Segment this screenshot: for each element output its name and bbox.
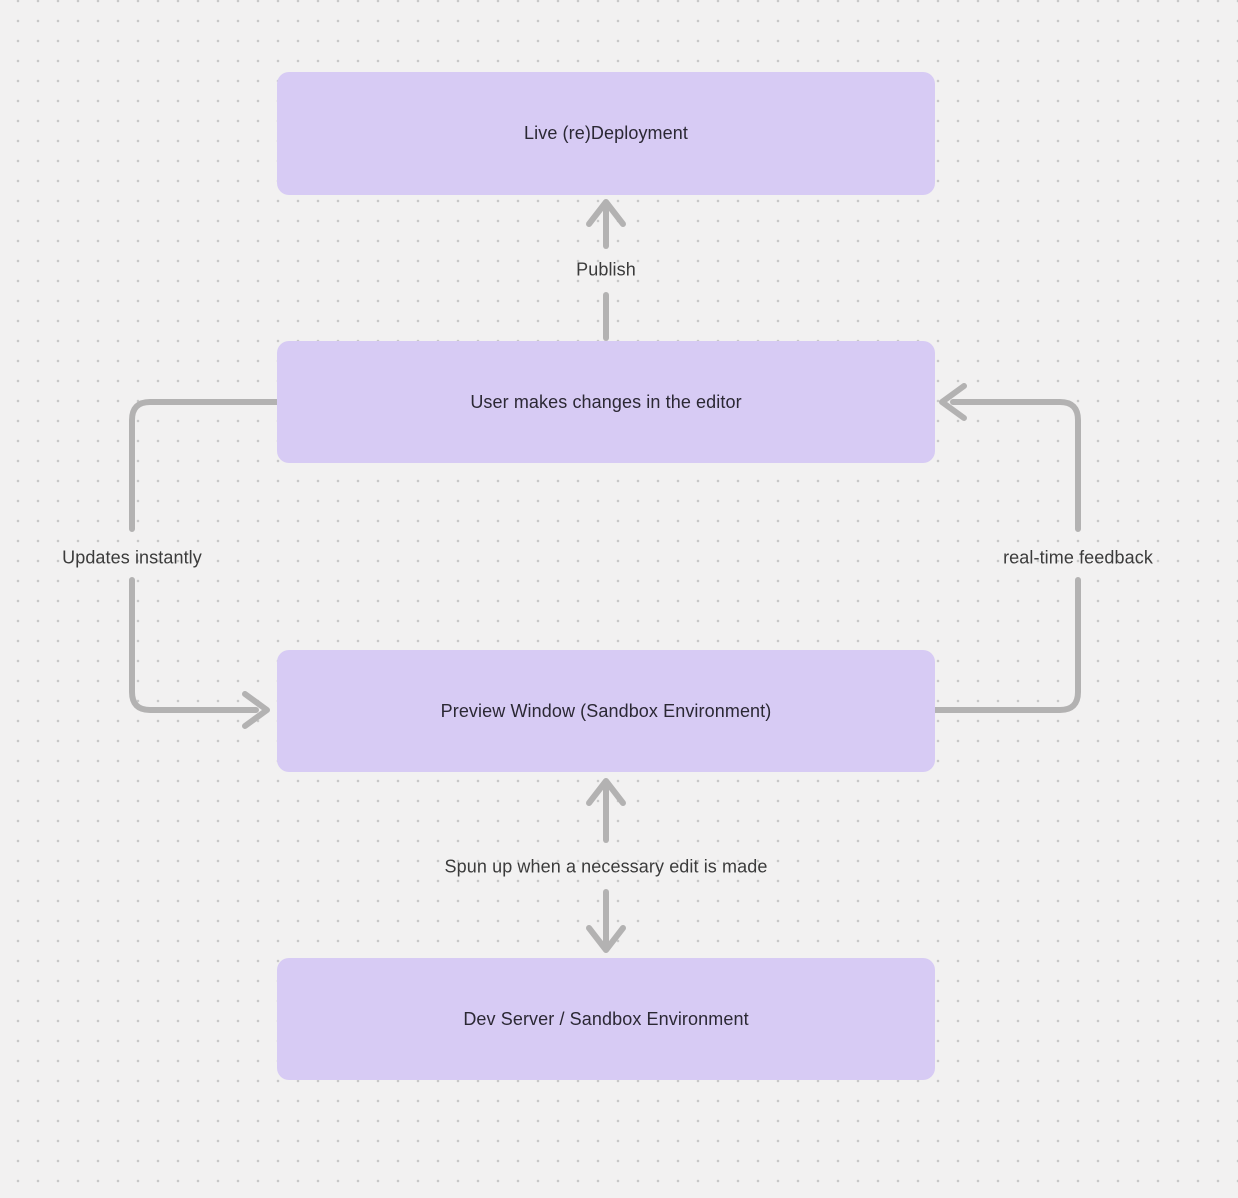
node-dev-server-label: Dev Server / Sandbox Environment bbox=[463, 1008, 749, 1029]
node-user-editor-label: User makes changes in the editor bbox=[470, 391, 742, 412]
node-dev-server: Dev Server / Sandbox Environment bbox=[277, 958, 935, 1080]
edge-label-spun-up: Spun up when a necessary edit is made bbox=[444, 856, 768, 877]
node-preview-window: Preview Window (Sandbox Environment) bbox=[277, 650, 935, 772]
node-live-redeployment: Live (re)Deployment bbox=[277, 72, 935, 195]
node-preview-window-label: Preview Window (Sandbox Environment) bbox=[440, 700, 772, 721]
node-user-editor: User makes changes in the editor bbox=[277, 341, 935, 463]
edge-label-publish: Publish bbox=[576, 259, 636, 280]
edge-label-updates-instantly: Updates instantly bbox=[62, 547, 202, 568]
node-live-redeployment-label: Live (re)Deployment bbox=[524, 123, 688, 143]
edge-label-real-time-feedback: real-time feedback bbox=[1003, 547, 1153, 568]
